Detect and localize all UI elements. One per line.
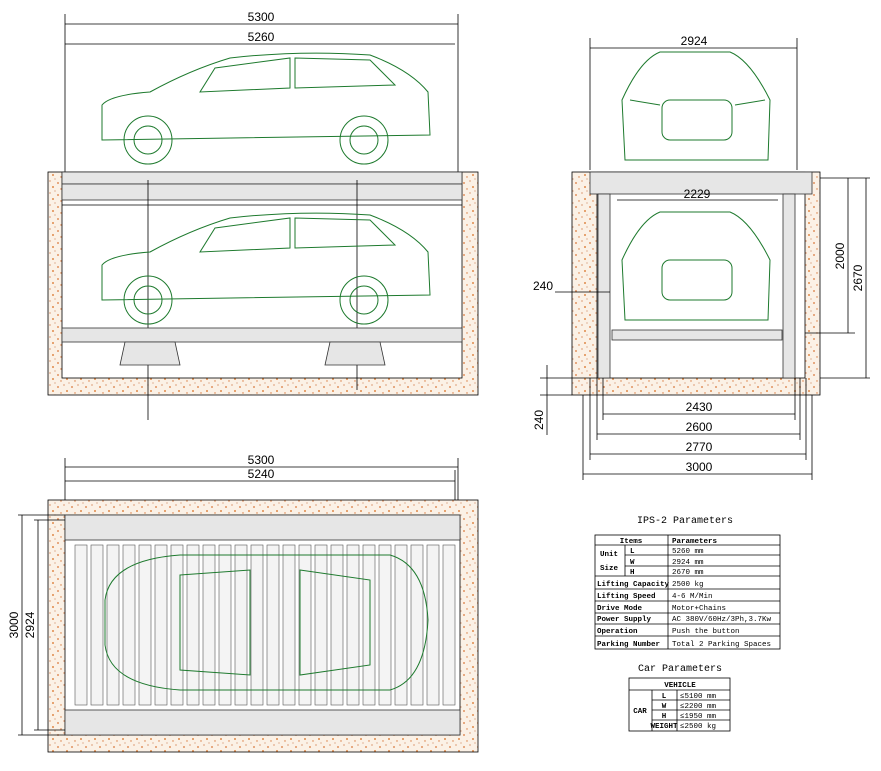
car-param-label: L: [662, 693, 667, 701]
slat: [234, 544, 248, 706]
unit-dimension-value: 2670 mm: [672, 569, 704, 577]
unit-dimension-value: 2924 mm: [672, 559, 704, 567]
parameter-label: Parking Number: [597, 641, 660, 649]
slat: [282, 544, 296, 706]
slat: [170, 544, 184, 706]
dim-240-horizontal: 240: [533, 279, 553, 293]
side-view: 5300 5260: [47, 10, 479, 420]
lower-platform: [61, 327, 463, 343]
unit-dimension-label: W: [630, 559, 635, 567]
parameter-value: Motor+Chains: [672, 605, 726, 613]
car-param-label: WEIGHT: [650, 723, 678, 731]
lift-base: [119, 341, 181, 366]
slat: [106, 544, 120, 706]
parameter-label: Operation: [597, 628, 638, 636]
dim-5300: 5300: [248, 453, 275, 467]
car-param-value: ≤1950 mm: [680, 713, 717, 721]
table-title: Car Parameters: [638, 664, 722, 675]
slat: [122, 544, 136, 706]
dim-5260: 5260: [248, 30, 275, 44]
front-view: 2924 2229 2000 2670 240 240: [532, 34, 870, 480]
ips-parameters-table: IPS-2 Parameters Items Parameters Unit S…: [594, 516, 781, 650]
slat: [410, 544, 424, 706]
car-top: [104, 554, 429, 691]
dim-2600: 2600: [686, 420, 713, 434]
parameter-value: Push the button: [672, 628, 740, 636]
slat: [266, 544, 280, 706]
lower-car-side: [101, 212, 431, 325]
table-title: IPS-2 Parameters: [637, 516, 733, 527]
slat: [362, 544, 376, 706]
parameter-value: 2500 kg: [672, 581, 704, 589]
parameter-value: Total 2 Parking Spaces: [672, 641, 771, 649]
slat: [74, 544, 88, 706]
car-param-value: ≤2200 mm: [680, 703, 717, 711]
parameter-label: Lifting Capacity: [597, 581, 670, 589]
side-rail: [64, 709, 461, 736]
size-label: Size: [600, 565, 619, 573]
upper-car-front: [621, 51, 771, 161]
dim-5240: 5240: [248, 467, 275, 481]
slat: [314, 544, 328, 706]
slat: [442, 544, 456, 706]
parameter-value: 4-6 M/Min: [672, 593, 713, 601]
car-param-value: ≤2500 kg: [680, 723, 716, 731]
upper-platform: [61, 171, 463, 185]
dim-3000: 3000: [686, 460, 713, 474]
top-view: 5300 5240 3000 2924: [7, 453, 479, 753]
dim-240-vertical: 240: [532, 410, 546, 430]
slat: [346, 544, 360, 706]
car-param-value: ≤5100 mm: [680, 693, 717, 701]
slat: [378, 544, 392, 706]
left-post: [597, 193, 611, 379]
unit-label: Unit: [600, 551, 618, 559]
slat: [298, 544, 312, 706]
slat: [394, 544, 408, 706]
dim-2924: 2924: [681, 34, 708, 48]
lower-car-front: [621, 211, 771, 321]
upper-platform: [589, 171, 813, 195]
dim-2924: 2924: [23, 611, 37, 638]
header-items: Items: [620, 538, 643, 546]
parameter-label: Drive Mode: [597, 605, 643, 613]
slat: [426, 544, 440, 706]
unit-dimension-value: 5260 mm: [672, 548, 704, 556]
slat: [330, 544, 344, 706]
pit: [61, 171, 463, 379]
parameter-value: AC 380V/60Hz/3Ph,3.7Kw: [672, 616, 772, 624]
dim-2770: 2770: [686, 440, 713, 454]
unit-dimension-label: H: [630, 569, 635, 577]
unit-dimension-label: L: [630, 548, 635, 556]
side-rail: [64, 514, 461, 541]
car-param-label: H: [662, 713, 667, 721]
upper-frame: [61, 183, 463, 201]
dim-2430: 2430: [686, 400, 713, 414]
dim-2000: 2000: [833, 242, 847, 269]
platform-slats: [74, 544, 456, 706]
dim-2229: 2229: [684, 187, 711, 201]
dim-3000: 3000: [7, 611, 21, 638]
parameter-label: Lifting Speed: [597, 593, 656, 601]
slat: [90, 544, 104, 706]
car-param-label: W: [662, 703, 667, 711]
car-parameters-table: Car Parameters VEHICLE CAR L ≤5100 mm W ≤22…: [628, 664, 731, 732]
slat: [138, 544, 152, 706]
slat: [154, 544, 168, 706]
slat: [202, 544, 216, 706]
header-parameters: Parameters: [672, 538, 718, 546]
dim-2670: 2670: [851, 264, 865, 291]
parameter-label: Power Supply: [597, 616, 652, 624]
vehicle-header: VEHICLE: [664, 682, 696, 690]
lower-platform: [611, 329, 783, 341]
dim-5300: 5300: [248, 10, 275, 24]
car-label: CAR: [633, 708, 647, 716]
slat: [186, 544, 200, 706]
pit: [596, 171, 806, 379]
lift-base: [324, 341, 386, 366]
slat: [250, 544, 264, 706]
right-post: [782, 193, 796, 379]
slat: [218, 544, 232, 706]
upper-car-side: [101, 52, 431, 165]
